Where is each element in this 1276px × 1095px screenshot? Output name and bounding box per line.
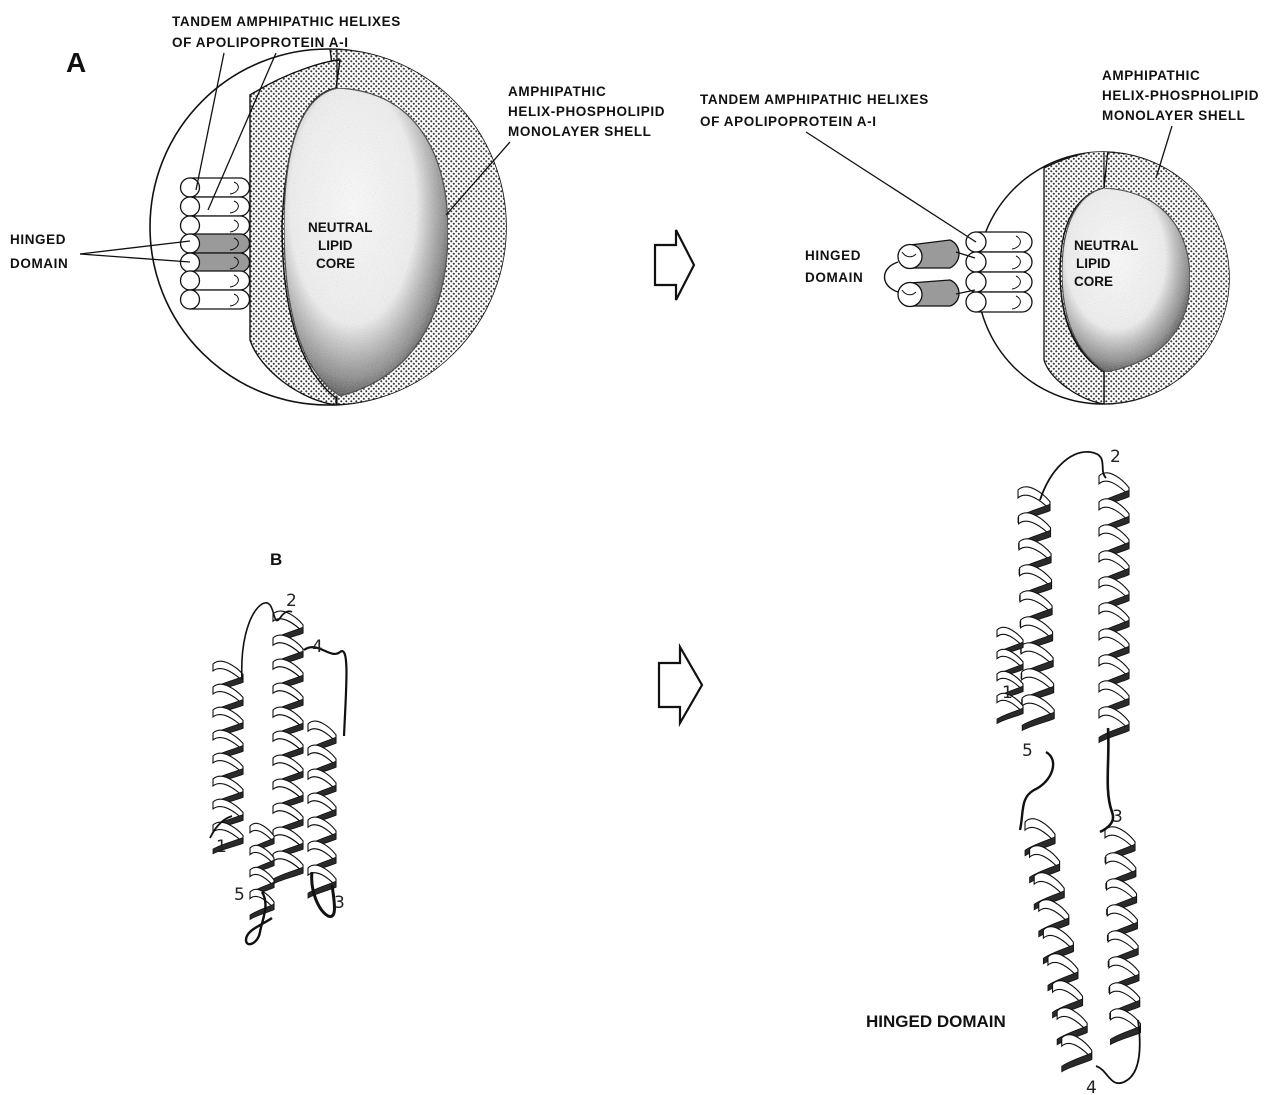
panel-b-letter: B: [270, 550, 282, 569]
helix-2-right: [1099, 473, 1129, 743]
bundle-right: [997, 452, 1140, 1083]
hinged-domain-label-b: HINGED DOMAIN: [866, 1012, 1006, 1031]
particle-right: NEUTRAL LIPID CORE: [885, 150, 1231, 404]
helix-number-2-right: 2: [1110, 447, 1121, 467]
helix-2-left: [273, 611, 303, 884]
helix-cylinder-left-4: [181, 234, 250, 253]
helix-cylinder-left-5: [181, 253, 250, 272]
helix-number-2-left: 2: [286, 591, 297, 611]
helix-5-left: [250, 823, 274, 919]
helix-label-right: TANDEM AMPHIPATHIC HELIXES OF APOLIPOPRO…: [700, 92, 933, 129]
helix-number-3-right: 3: [1112, 807, 1123, 827]
helix-3-right: [1105, 827, 1140, 1045]
helix-1-right: [1018, 487, 1054, 731]
helix-number-5-right: 5: [1022, 741, 1033, 761]
particle-left: NEUTRAL LIPID CORE: [150, 49, 508, 405]
helix-3-left: [308, 721, 336, 898]
loop-5-right: [1020, 752, 1053, 830]
helix-cylinder-right-2: [966, 252, 1032, 272]
shell-label-right: AMPHIPATHIC HELIX-PHOSPHOLIPID MONOLAYER…: [1102, 68, 1263, 123]
helix-cylinder-right-3: [966, 272, 1032, 292]
helix-cylinder-left-7: [181, 290, 250, 309]
transition-arrow-top: [655, 230, 694, 300]
loop-1-2-right: [1040, 452, 1106, 500]
panel-a-letter: A: [66, 47, 86, 78]
helix-number-5-left: 5: [234, 885, 245, 905]
helix-number-4-right: 4: [1086, 1078, 1097, 1095]
helix-number-1-right: 1: [1002, 683, 1013, 703]
helix-cylinder-left-3: [181, 216, 250, 235]
transition-arrow-bottom: [659, 647, 702, 723]
hinge-label-left: HINGED DOMAIN: [10, 232, 70, 271]
bundle-left: [210, 603, 347, 944]
helix-stack-right: [966, 232, 1032, 312]
helix-label-left: TANDEM AMPHIPATHIC HELIXES OF APOLIPOPRO…: [172, 14, 405, 50]
helix-cylinder-left-6: [181, 271, 250, 290]
helix-number-3-left: 3: [334, 893, 345, 913]
helix-stack-left: [181, 178, 250, 309]
helix-number-4-left: 4: [312, 637, 323, 657]
helix-5-right: [1025, 819, 1092, 1072]
helix-number-1-left: 1: [216, 837, 227, 857]
shell-label-left: AMPHIPATHIC HELIX-PHOSPHOLIPID MONOLAYER…: [508, 84, 669, 139]
helix-1-left: [213, 661, 243, 854]
hinged-domain-right: [885, 240, 976, 307]
helix-cylinder-left-2: [181, 197, 250, 216]
hinge-label-right: HINGED DOMAIN: [805, 248, 865, 285]
helix-cylinder-right-4: [966, 292, 1032, 312]
helix-1b-right: [997, 627, 1023, 723]
